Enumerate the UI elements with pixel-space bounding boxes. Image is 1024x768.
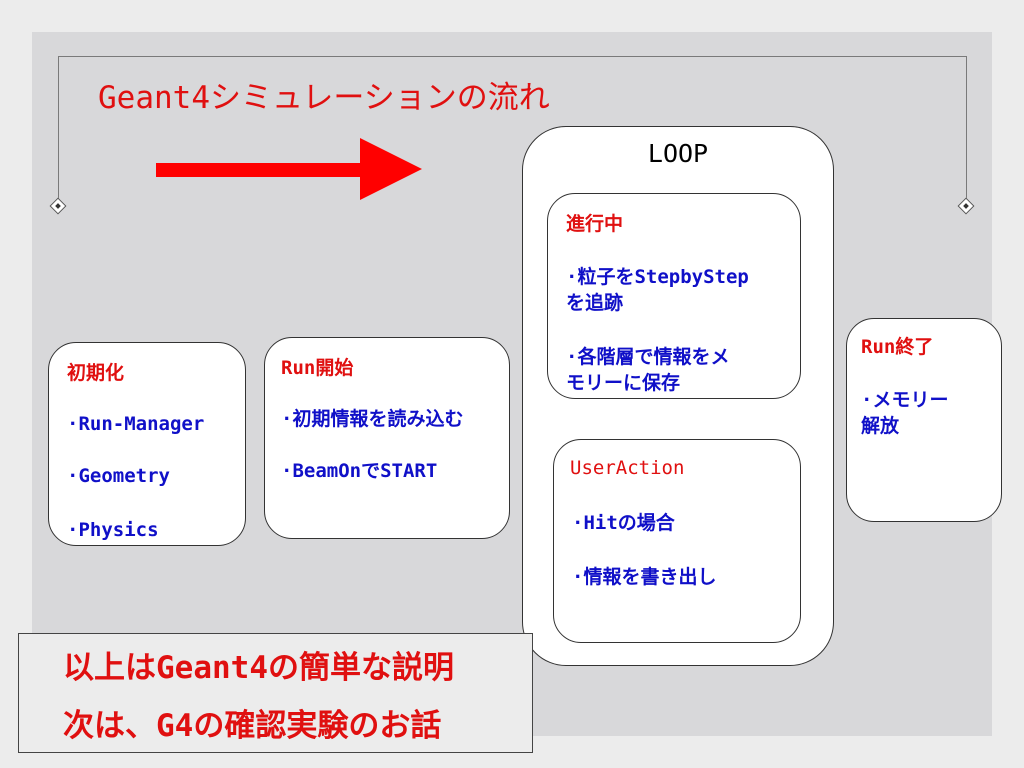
summary-note: 以上はGeant4の簡単な説明 次は、G4の確認実験のお話 — [18, 633, 533, 753]
frame-left-line — [58, 56, 59, 199]
loop-box: LOOP 進行中 ·粒子をStepbyStep を追跡 ·各階層で情報をメ モリ… — [522, 126, 834, 666]
user-action-box: UserAction ·Hitの場合 ·情報を書き出し — [553, 439, 801, 643]
init-item-geometry: ·Geometry — [67, 465, 170, 487]
user-action-item-hit: ·Hitの場合 — [572, 512, 675, 534]
run-start-item-load: ·初期情報を読み込む — [281, 408, 464, 430]
frame-right-line — [966, 56, 967, 199]
summary-note-line2: 次は、G4の確認実験のお話 — [63, 708, 442, 744]
run-start-box: Run開始 ·初期情報を読み込む ·BeamOnでSTART — [264, 337, 510, 539]
progress-item-store: ·各階層で情報をメ モリーに保存 — [566, 346, 730, 394]
init-box-title: 初期化 — [67, 362, 125, 384]
frame-top-line — [58, 56, 967, 57]
progress-title: 進行中 — [566, 213, 624, 235]
run-start-title: Run開始 — [281, 357, 354, 379]
user-action-item-write: ·情報を書き出し — [572, 566, 717, 588]
summary-note-line1: 以上はGeant4の簡単な説明 — [63, 650, 454, 686]
progress-box: 進行中 ·粒子をStepbyStep を追跡 ·各階層で情報をメ モリーに保存 — [547, 193, 801, 399]
run-start-item-beamon: ·BeamOnでSTART — [281, 460, 438, 482]
run-end-item-free-memory: ·メモリー 解放 — [861, 389, 949, 437]
user-action-title: UserAction — [570, 457, 685, 479]
progress-item-track: ·粒子をStepbyStep を追跡 — [566, 266, 749, 314]
run-end-box: Run終了 ·メモリー 解放 — [846, 318, 1002, 522]
init-item-physics: ·Physics — [67, 519, 159, 541]
init-box: 初期化 ·Run-Manager ·Geometry ·Physics — [48, 342, 246, 546]
init-item-run-manager: ·Run-Manager — [67, 413, 205, 435]
slide-title: Geant4シミュレーションの流れ — [98, 80, 550, 116]
arrow-right-icon — [156, 138, 422, 200]
run-end-title: Run終了 — [861, 336, 934, 358]
loop-label: LOOP — [647, 139, 709, 168]
